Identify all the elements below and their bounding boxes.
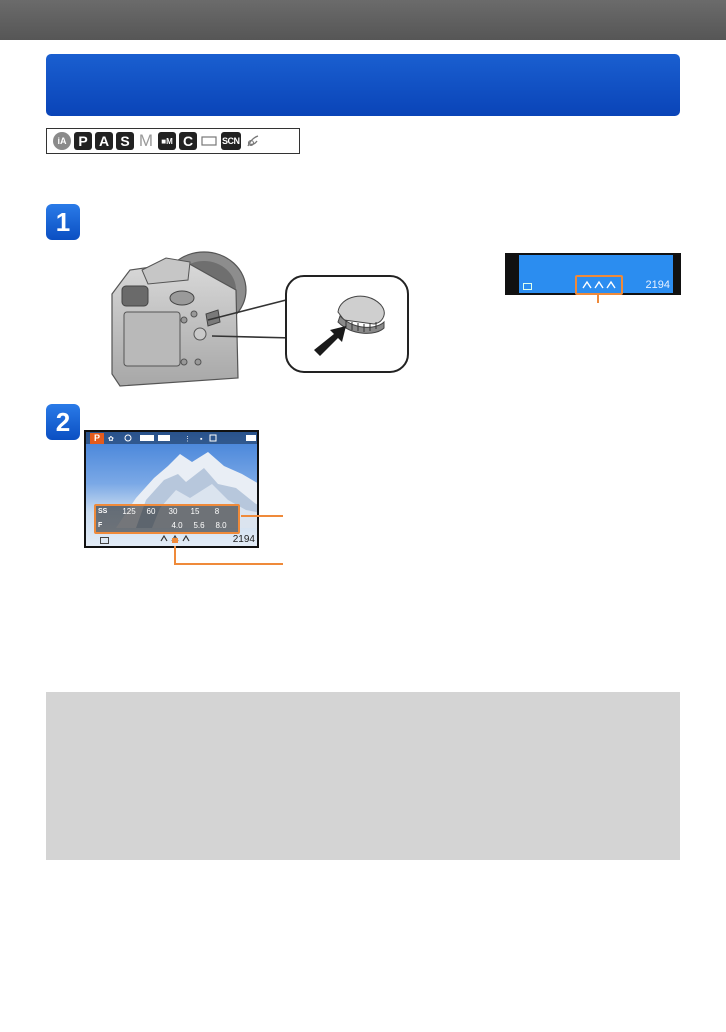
section-title-banner — [46, 54, 680, 116]
lcd-exposure-meter-preview: 2194 — [505, 253, 681, 295]
shutter-value: 30 — [168, 507, 178, 516]
aperture-value: 5.6 — [193, 521, 205, 530]
custom-mode-icon: C — [179, 132, 197, 150]
status-icon-bar: ✿ ⋮ ▪ P — [86, 432, 257, 444]
panorama-mode-icon — [200, 132, 218, 150]
svg-text:⋮: ⋮ — [184, 436, 191, 443]
aperture-value: 8.0 — [215, 521, 227, 530]
dial-operation-guide-indicator — [160, 534, 190, 545]
bottom-status-row: 2194 — [86, 534, 257, 546]
mode-a-icon: A — [95, 132, 113, 150]
camera-rear-dial-illustration — [111, 251, 409, 387]
mode-s-icon: S — [116, 132, 134, 150]
program-mode-tag: P — [90, 433, 104, 444]
scene-mode-icon: SCN — [221, 132, 241, 150]
notes-box — [46, 692, 680, 860]
mode-m-icon: M — [138, 131, 154, 150]
svg-text:▪: ▪ — [200, 436, 203, 443]
callout-line-guide — [174, 563, 283, 565]
shots-remaining: 2194 — [232, 534, 255, 545]
shutter-value: 125 — [122, 507, 136, 516]
header-bar — [0, 0, 726, 40]
card-icon — [100, 537, 109, 544]
intelligent-auto-icon: iA — [53, 132, 71, 150]
aperture-scale: 4.0 5.6 8.0 — [166, 521, 232, 535]
callout-line — [597, 293, 599, 303]
aperture-label: F — [98, 522, 103, 529]
program-shift-dial: SS F 125 60 30 15 8 4.0 5.6 8.0 — [94, 504, 240, 534]
shutter-speed-label: SS — [98, 508, 108, 515]
callout-line-dial — [241, 515, 283, 517]
available-modes-strip: iA P A S M ■M C SCN — [46, 128, 300, 154]
step-1-badge: 1 — [46, 204, 80, 240]
shutter-value: 8 — [214, 507, 220, 516]
shutter-value: 15 — [190, 507, 200, 516]
shutter-speed-scale: 125 60 30 15 8 — [118, 507, 228, 521]
card-icon — [523, 283, 532, 290]
movie-mode-icon: ■M — [158, 132, 176, 150]
creative-control-icon — [244, 132, 262, 150]
step-2-badge: 2 — [46, 404, 80, 440]
shots-remaining: 2194 — [645, 279, 670, 291]
shutter-value: 60 — [146, 507, 156, 516]
aperture-value: 4.0 — [171, 521, 183, 530]
lcd-program-shift-screen: ✿ ⋮ ▪ P SS F 125 60 30 15 8 4.0 5.6 8.0 — [84, 430, 259, 548]
svg-text:✿: ✿ — [108, 436, 114, 443]
dial-operation-guide-indicator — [575, 275, 623, 295]
callout-line-guide — [174, 546, 176, 564]
mode-p-icon: P — [74, 132, 92, 150]
